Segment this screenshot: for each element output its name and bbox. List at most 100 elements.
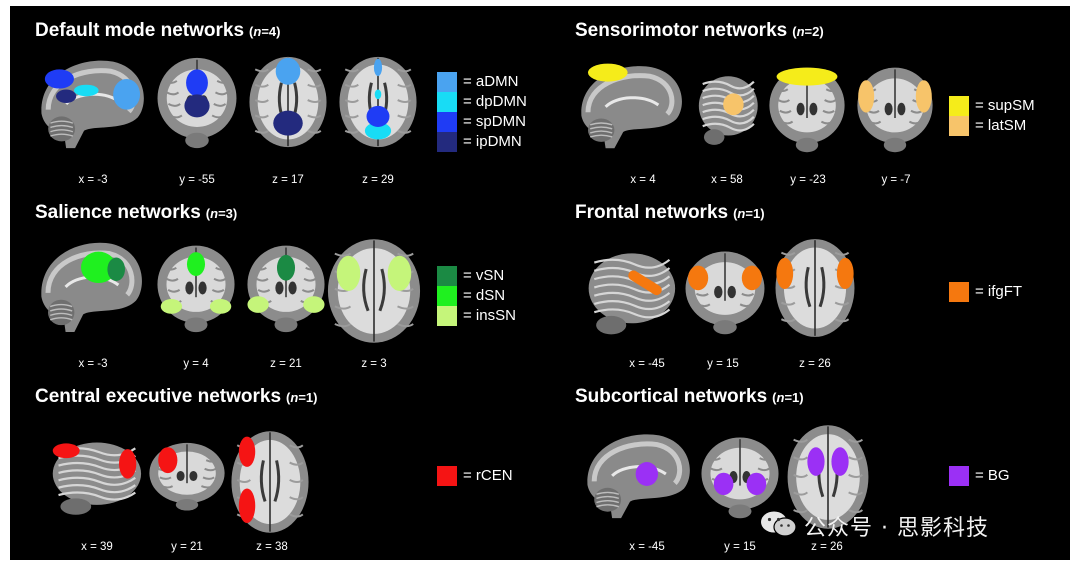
brain-slice-image (339, 56, 417, 148)
activation-blob-latSM (915, 80, 932, 113)
brain-slice-image (157, 57, 237, 149)
activation-blob-ifgFT (776, 257, 794, 290)
activation-blob-supSM (588, 63, 628, 82)
slice-coordinate: y = 15 (707, 358, 739, 370)
activation-blob-spDMN (44, 69, 74, 89)
legend-swatch (437, 112, 457, 132)
slice-coordinate: y = -55 (179, 174, 215, 186)
brain-slice-axial (785, 422, 871, 532)
brain-slice-image (149, 442, 225, 511)
brain-slice-image (698, 76, 758, 145)
brain-slice-coronal (155, 54, 239, 150)
slice-coordinate: y = 15 (724, 541, 756, 553)
brain-slice-coronal (699, 434, 781, 520)
wechat-logo-icon (761, 511, 797, 537)
brain-slice-image (249, 56, 327, 148)
panel-title: Frontal networks(n=1) (575, 202, 765, 223)
slice-coordinate: z = 3 (361, 358, 387, 370)
legend-swatch (949, 466, 969, 486)
slice-coordinate: x = -45 (629, 541, 665, 553)
activation-blob-rCEN (52, 443, 80, 459)
slice-coordinate: z = 21 (270, 358, 302, 370)
activation-blob-insSN (303, 296, 325, 313)
brain-slice-image (685, 251, 765, 335)
panel-title: Sensorimotor networks(n=2) (575, 20, 824, 41)
brain-slice-coronal (683, 248, 767, 336)
legend: = supSM = latSM (949, 96, 1059, 146)
brain-slice-coronal (155, 242, 237, 334)
legend-label: = supSM (975, 97, 1035, 114)
activation-blob-latSM (858, 80, 875, 113)
slice-coordinate: x = 39 (81, 541, 113, 553)
activation-blob-ifgFT (688, 265, 709, 291)
legend-swatch (437, 132, 457, 152)
activation-blob-dSN (81, 251, 117, 284)
slice-coordinate: z = 29 (362, 174, 394, 186)
panel-title: Default mode networks(n=4) (35, 20, 281, 41)
legend-label: = aDMN (463, 73, 519, 90)
brain-slice-axial (337, 54, 419, 150)
brain-slice-coronal (245, 242, 327, 334)
activation-blob-latSM (723, 93, 744, 116)
activation-blob-BG (746, 472, 767, 496)
activation-blob-insSN (160, 299, 183, 314)
slice-coordinate: x = 4 (630, 174, 656, 186)
activation-blob-insSN (387, 255, 412, 291)
brain-slice-axial (773, 236, 857, 340)
brain-slice-coronal (855, 64, 935, 154)
legend-label: = vSN (463, 267, 505, 284)
brain-slice-axial (247, 54, 329, 150)
panel-title: Subcortical networks(n=1) (575, 386, 804, 407)
legend-label: = latSM (975, 117, 1027, 134)
brain-slice-image (701, 437, 779, 519)
brain-slice-sagittal (37, 54, 149, 150)
activation-blob-rCEN (158, 447, 178, 474)
activation-blob-BG (831, 447, 849, 476)
figure-canvas: Default mode networks(n=4) x = -3 y = -5… (10, 6, 1070, 560)
brain-slice-image (775, 239, 855, 337)
activation-blob-supSM (776, 67, 838, 86)
brain-slice-image (247, 245, 325, 333)
activation-blob-dSN (186, 252, 206, 277)
legend-label: = dpDMN (463, 93, 527, 110)
activation-blob-dpDMN (73, 84, 99, 97)
legend-swatch (437, 466, 457, 486)
slice-coordinate: z = 17 (272, 174, 304, 186)
activation-blob-ifgFT (836, 257, 854, 290)
legend-swatch (437, 266, 457, 286)
legend-label: = ifgFT (975, 283, 1023, 300)
activation-blob-ipDMN (56, 89, 77, 103)
legend-label: = spDMN (463, 113, 526, 130)
brain-slice-axial (325, 236, 423, 346)
panel-title: Central executive networks(n=1) (35, 386, 318, 407)
activation-blob-ipDMN (273, 110, 303, 136)
activation-blob-rCEN (238, 488, 256, 524)
brain-slice-sagittal (577, 60, 687, 150)
activation-blob-rCEN (119, 449, 137, 479)
brain-slice-coronal (147, 440, 227, 512)
activation-blob-insSN (336, 255, 361, 291)
panel-sensorimotor: Sensorimotor networks(n=2) x = 4 x = 58 … (575, 20, 1065, 200)
brain-slice-sagittal (695, 70, 759, 148)
legend-label: = insSN (463, 307, 516, 324)
brain-slice-image (52, 442, 142, 515)
legend-label: = ipDMN (463, 133, 522, 150)
activation-blob-insSN (209, 299, 232, 314)
legend-swatch (437, 286, 457, 306)
slice-coordinate: y = 21 (171, 541, 203, 553)
brain-slice-sagittal (47, 436, 143, 518)
brain-slice-sagittal (583, 428, 695, 520)
brain-slice-image (787, 425, 869, 529)
slice-coordinate: x = 58 (711, 174, 743, 186)
legend-label: = rCEN (463, 467, 513, 484)
brain-slice-image (581, 63, 682, 149)
slice-coordinate: x = -3 (78, 174, 108, 186)
brain-slice-image (587, 434, 690, 519)
panel-default-mode: Default mode networks(n=4) x = -3 y = -5… (35, 20, 535, 200)
legend-label: = BG (975, 467, 1010, 484)
watermark-text: 公众号 · 思影科技 (804, 516, 989, 541)
slice-coordinate: z = 26 (811, 541, 843, 553)
slice-coordinate: y = 4 (183, 358, 209, 370)
slice-coordinate: z = 38 (256, 541, 288, 553)
legend-swatch (437, 92, 457, 112)
